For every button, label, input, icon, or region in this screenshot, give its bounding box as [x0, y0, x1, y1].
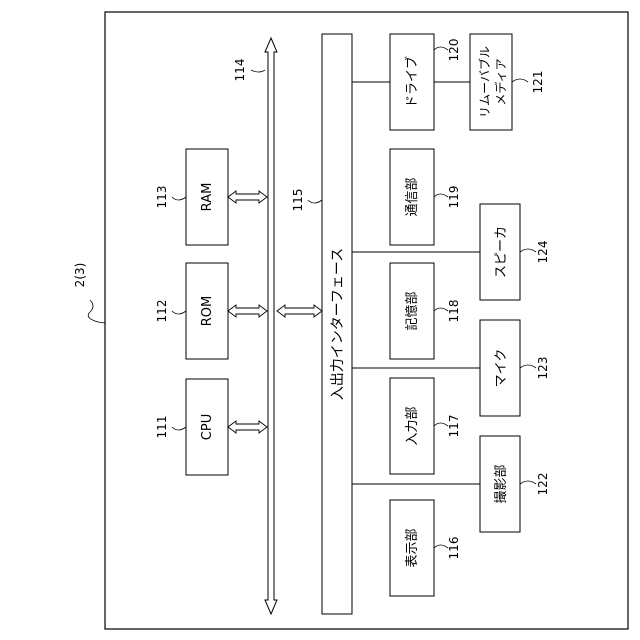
- removable-media-label-line1: リムーバブル: [477, 46, 492, 118]
- cpu-ref-leader: [172, 427, 186, 430]
- drive-label: ドライブ: [404, 56, 420, 108]
- storage-ref-label: 118: [447, 300, 461, 323]
- display-ref-leader: [434, 545, 448, 548]
- display-label: 表示部: [405, 528, 420, 567]
- system-bus: [265, 38, 277, 614]
- bus-io-arrow: [277, 305, 322, 317]
- speaker-ref-leader: [520, 249, 536, 252]
- io-interface-label: 入出力インターフェース: [330, 248, 346, 400]
- bus-ref-leader: [251, 70, 265, 72]
- storage-label: 記憶部: [404, 291, 420, 330]
- device-ref-leader: [88, 300, 105, 323]
- cpu-bus-arrow: [228, 421, 267, 433]
- ram-bus-arrow: [228, 191, 267, 203]
- cpu-label: CPU: [200, 414, 215, 440]
- drive-ref-label: 120: [447, 39, 461, 62]
- removable-media-ref-label: 121: [531, 71, 545, 94]
- rom-bus-arrow: [228, 305, 267, 317]
- display-ref-label: 116: [447, 537, 461, 560]
- camera-ref-label: 122: [536, 473, 550, 496]
- comm-label: 通信部: [405, 177, 420, 216]
- speaker-label: スピーカ: [494, 226, 509, 278]
- mic-ref-label: 123: [536, 357, 550, 380]
- ram-ref-label: 113: [155, 186, 169, 209]
- comm-ref-label: 119: [447, 186, 461, 209]
- ram-ref-leader: [172, 197, 186, 200]
- comm-ref-leader: [434, 194, 448, 197]
- ram-label: RAM: [200, 183, 215, 212]
- mic-label: マイク: [494, 349, 509, 388]
- bus-ref-label: 114: [233, 59, 247, 82]
- device-ref-label: 2(3): [73, 263, 87, 288]
- removable-media-ref-leader: [512, 79, 528, 82]
- cpu-ref-label: 111: [155, 416, 169, 439]
- storage-ref-leader: [434, 308, 448, 311]
- drive-ref-leader: [434, 47, 448, 50]
- input-ref-label: 117: [447, 415, 461, 438]
- speaker-ref-label: 124: [536, 241, 550, 264]
- rom-label: ROM: [200, 296, 215, 326]
- camera-label: 撮影部: [493, 464, 509, 503]
- rom-ref-leader: [172, 311, 186, 314]
- rom-ref-label: 112: [155, 300, 169, 323]
- device-frame: [105, 12, 628, 629]
- removable-media-label-line2: メディア: [493, 58, 508, 105]
- io-interface-ref-label: 115: [291, 189, 305, 212]
- camera-ref-leader: [520, 481, 536, 484]
- io-interface-ref-leader: [308, 200, 322, 203]
- input-label: 入力部: [405, 406, 420, 445]
- mic-ref-leader: [520, 365, 536, 368]
- input-ref-leader: [434, 423, 448, 426]
